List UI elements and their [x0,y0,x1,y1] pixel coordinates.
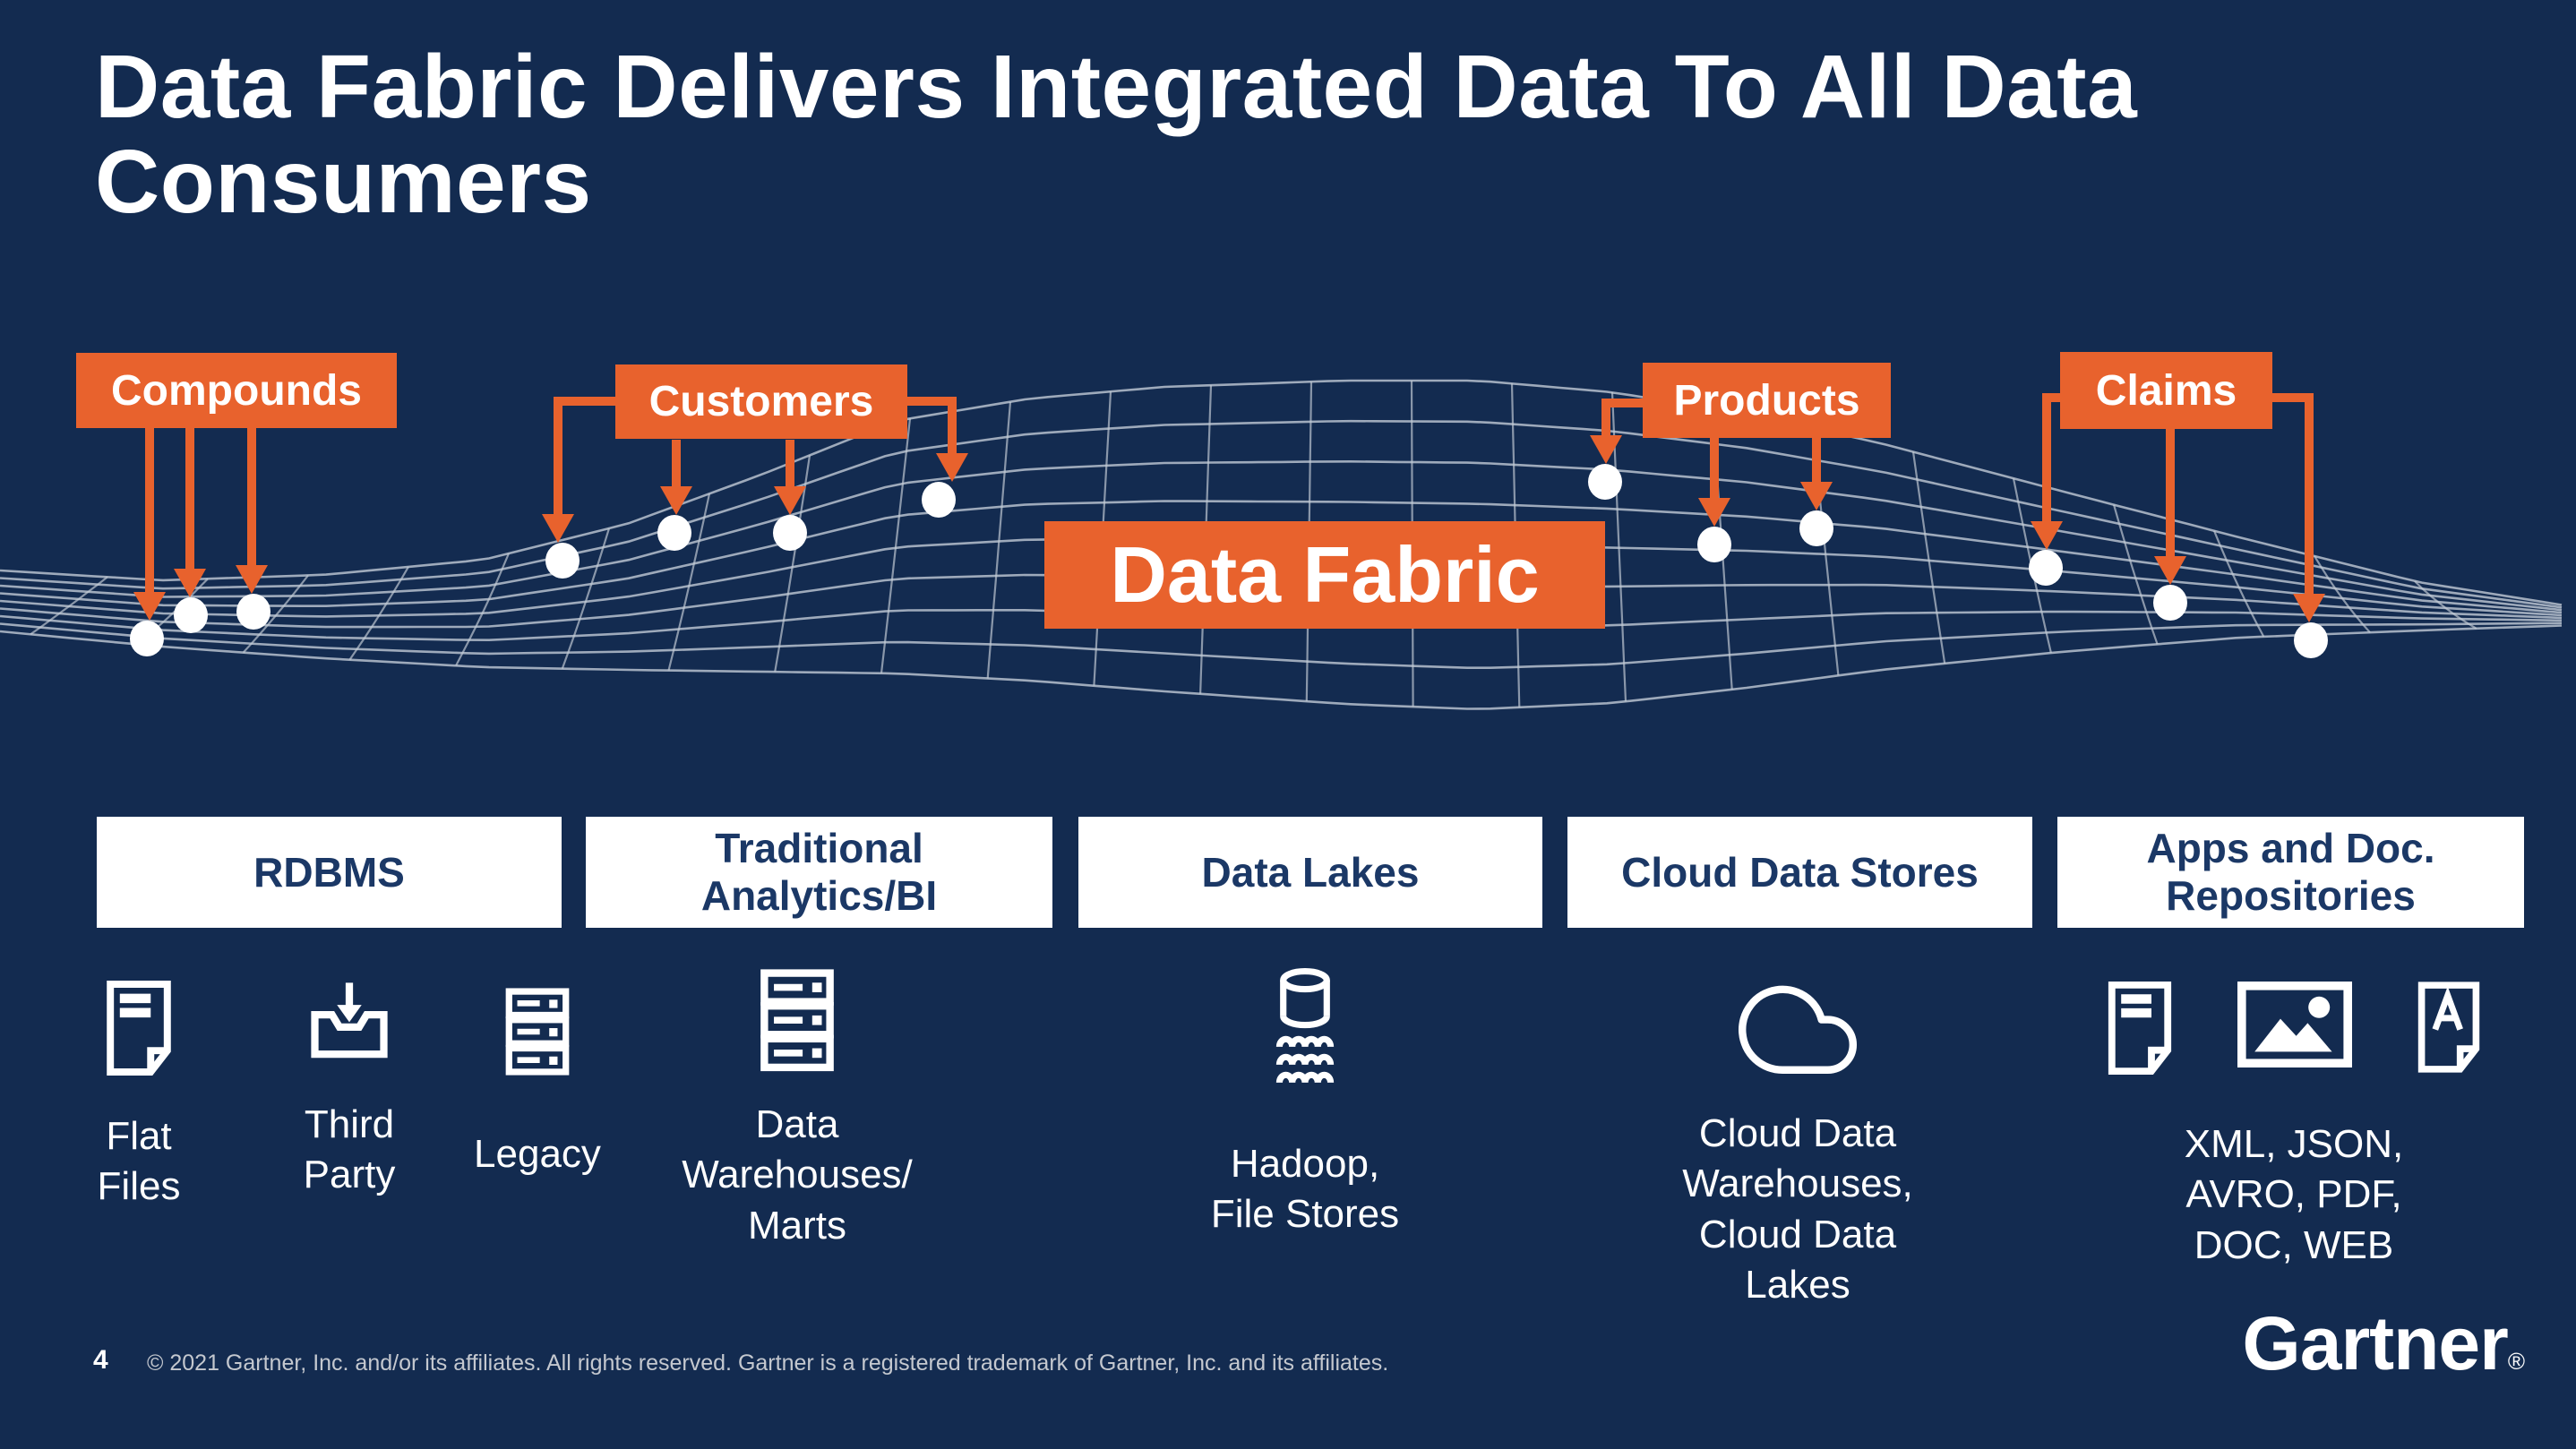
store-caption: Cloud Data Warehouses, Cloud Data Lakes [1682,1111,1913,1307]
data-fabric-label: Data Fabric [1044,521,1605,629]
store-apps-docs: XML, JSON, AVRO, PDF, DOC, WEB [2101,982,2486,1271]
data-warehouse-icon [760,969,834,1072]
store-caption: Data Warehouses/ Marts [682,1102,913,1248]
consumer-box-data-lakes: Data Lakes [1078,817,1542,928]
gartner-logo: Gartner® [2242,1300,2525,1387]
consumer-box-apps-doc-repositories: Apps and Doc. Repositories [2057,817,2524,928]
store-cloud-data: Cloud Data Warehouses, Cloud Data Lakes [1645,974,1950,1310]
legacy-server-icon [505,988,570,1076]
flat-file-icon [107,981,171,1076]
third-party-icon [311,982,388,1059]
image-icon [2237,982,2352,1067]
consumer-box-rdbms: RDBMS [97,817,562,928]
document-icons-row [2101,982,2486,1075]
store-caption: XML, JSON, AVRO, PDF, DOC, WEB [2184,1122,2404,1267]
text-document-icon [2417,982,2480,1073]
gartner-logo-text: Gartner [2242,1301,2508,1385]
consumer-box-cloud-data-stores: Cloud Data Stores [1567,817,2032,928]
registered-trademark-icon: ® [2507,1348,2525,1375]
slide-title: Data Fabric Delivers Integrated Data To … [95,37,2138,232]
source-label-compounds: Compounds [76,353,397,428]
copyright-text: © 2021 Gartner, Inc. and/or its affiliat… [147,1350,1389,1376]
source-label-customers: Customers [615,364,907,439]
source-label-products: Products [1643,363,1891,438]
store-hadoop: Hadoop, File Stores [1166,967,1444,1240]
footer-page-number: 4 [93,1345,108,1375]
store-caption: Hadoop, File Stores [1210,1142,1400,1237]
store-caption: Flat Files [97,1114,181,1209]
store-caption: Legacy [474,1132,601,1176]
store-data-warehouses: Data Warehouses/ Marts [663,969,932,1251]
document-icon [2108,982,2172,1075]
consumer-box-traditional-analytics: Traditional Analytics/BI [586,817,1052,928]
store-legacy: Legacy [439,988,636,1179]
store-third-party: Third Party [260,980,439,1201]
store-caption: Third Party [303,1102,396,1197]
cloud-icon [1739,985,1858,1074]
store-flat-files: Flat Files [58,981,219,1213]
hadoop-file-store-icon [1275,967,1335,1084]
source-label-claims: Claims [2060,352,2272,429]
